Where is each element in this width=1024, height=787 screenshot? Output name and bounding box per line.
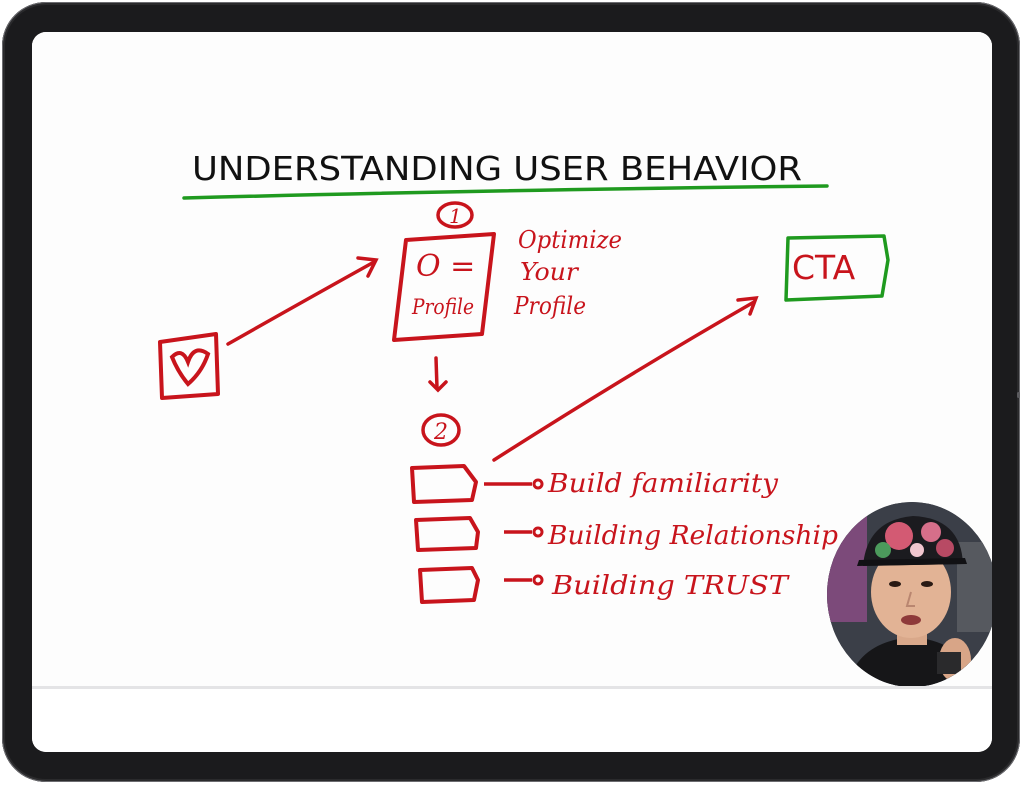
cta-label: CTA	[792, 248, 856, 287]
whiteboard-title: UNDERSTANDING USER BEHAVIOR	[192, 149, 802, 188]
step-2-badge: 2	[421, 413, 461, 447]
arrow-to-cta	[492, 295, 759, 462]
profile-box: O = Profile	[392, 232, 496, 342]
content-item-1: Build familiarity	[547, 469, 778, 499]
optimize-line-2: Your	[520, 258, 580, 286]
profile-label: Profile	[411, 295, 474, 319]
profile-icon-symbol: O =	[416, 249, 475, 284]
presenter-avatar	[827, 502, 992, 687]
bottom-toolbar-area	[32, 686, 992, 752]
tablet-screen: UNDERSTANDING USER BEHAVIOR 1	[32, 32, 992, 752]
whiteboard-drawing: UNDERSTANDING USER BEHAVIOR 1	[158, 149, 890, 604]
side-button	[1017, 392, 1020, 398]
arrow-to-profile	[226, 256, 379, 346]
step-1-badge: 1	[436, 201, 474, 229]
content-item-3: Building TRUST	[551, 571, 790, 601]
step-1-number: 1	[449, 204, 462, 228]
content-box-3: Building TRUST	[418, 566, 790, 604]
cta-box: CTA	[784, 234, 890, 302]
optimize-line-3: Profile	[513, 292, 586, 320]
down-arrow	[428, 356, 448, 393]
presenter-video-bubble[interactable]	[827, 502, 992, 687]
content-box-2: Building Relationship	[414, 516, 838, 552]
heart-checkbox-icon	[158, 332, 220, 400]
content-item-2: Building Relationship	[547, 521, 838, 551]
title-underline	[182, 184, 829, 200]
content-box-1: Build familiarity	[410, 464, 778, 504]
whiteboard-canvas[interactable]: UNDERSTANDING USER BEHAVIOR 1	[32, 32, 992, 687]
step-2-number: 2	[433, 420, 448, 445]
optimize-line-1: Optimize	[518, 226, 622, 254]
